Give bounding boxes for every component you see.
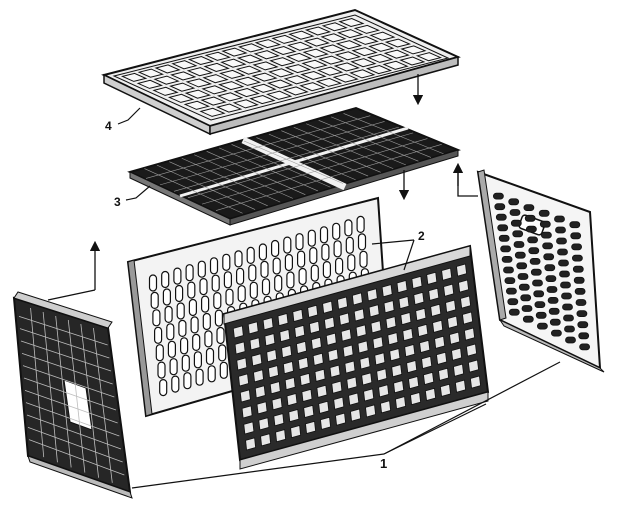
lid-frame bbox=[101, 8, 461, 136]
label-short-end-walls: 1 bbox=[380, 456, 387, 471]
mesh-panel bbox=[127, 106, 461, 226]
label-lid-frame: 4 bbox=[105, 119, 112, 133]
right-end-wall bbox=[476, 169, 605, 373]
front-long-wall bbox=[222, 244, 490, 470]
right-wall-slots bbox=[492, 192, 590, 351]
mesh-grid-lines bbox=[144, 113, 444, 214]
lid-grid-cells bbox=[120, 17, 443, 117]
leader-lines bbox=[117, 107, 561, 489]
left-end-wall bbox=[12, 291, 133, 499]
left-wall-lattice bbox=[18, 307, 125, 483]
label-long-side-walls: 2 bbox=[418, 229, 425, 243]
label-mesh-panel: 3 bbox=[114, 195, 121, 209]
front-wall-lattice bbox=[232, 263, 482, 451]
